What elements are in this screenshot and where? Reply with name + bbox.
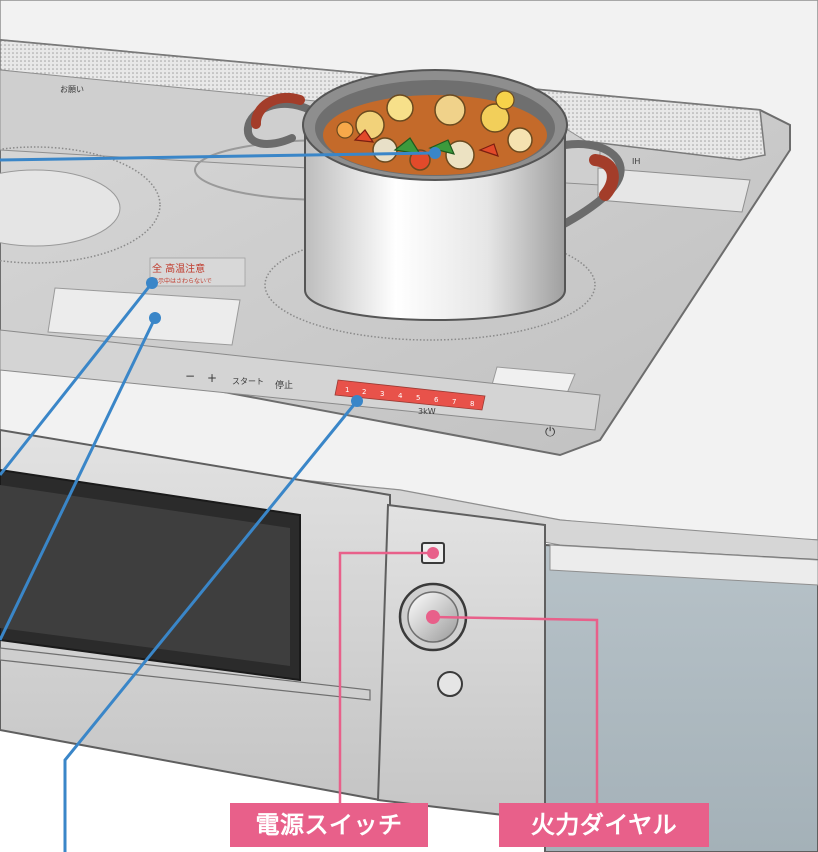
start-button[interactable]: スタート (232, 377, 264, 386)
pot-handle-left-grip (251, 92, 305, 129)
warning-subtitle: 表示中はさわらないで (152, 277, 212, 285)
power-level-scale (334, 379, 486, 411)
scale-7: 7 (452, 398, 456, 406)
leader-scale-dot (351, 395, 363, 407)
scale-2: 2 (362, 388, 366, 396)
left-burner-ring (0, 146, 161, 264)
oven-window-inner (0, 485, 290, 666)
right-display (597, 167, 751, 213)
leader-pot-dot (429, 147, 441, 159)
leader-pot (0, 151, 436, 162)
left-burner-core (0, 169, 121, 247)
right-label: IH (632, 157, 640, 166)
power-switch-callout: 電源スイッチ (230, 803, 428, 847)
power-scale-numbers: 1 2 3 4 5 6 7 8 (345, 386, 474, 408)
leader-display (0, 317, 157, 641)
side-cabinet-trim (549, 544, 818, 586)
right-burner-ring (264, 229, 596, 341)
leader-power-switch (338, 551, 433, 803)
stop-button[interactable]: 停止 (275, 379, 293, 391)
leader-lines-blue (0, 147, 441, 852)
pot-handle-left (243, 99, 314, 148)
oven-handle (0, 647, 371, 701)
release-knob[interactable] (437, 671, 463, 697)
leader-warning-dot (146, 277, 158, 289)
scale-6: 6 (434, 396, 439, 404)
leader-lines-pink (338, 551, 599, 803)
scale-1: 1 (345, 386, 349, 394)
leader-heat-dial (432, 615, 599, 803)
3kw-button[interactable]: 3kW (418, 407, 436, 416)
warning-title: 全 高温注意 (152, 262, 205, 275)
scale-3: 3 (380, 390, 384, 398)
scale-8: 8 (470, 400, 474, 408)
heat-dial-callout: 火力ダイヤル (499, 803, 709, 847)
left-display (47, 287, 241, 346)
pot-handle-right-grip (589, 154, 619, 201)
scale-4: 4 (398, 392, 403, 400)
leader-scale (63, 400, 359, 852)
power-icon[interactable]: ⏻ (545, 425, 555, 440)
minus-button[interactable]: − (185, 369, 195, 383)
leader-display-dot (149, 312, 161, 324)
pot-handle-right (536, 140, 625, 240)
warning-panel (149, 257, 246, 287)
scale-5: 5 (416, 394, 420, 402)
plus-button[interactable]: + (207, 371, 217, 385)
leader-warning (0, 282, 154, 476)
back-label: お願い (60, 85, 84, 94)
